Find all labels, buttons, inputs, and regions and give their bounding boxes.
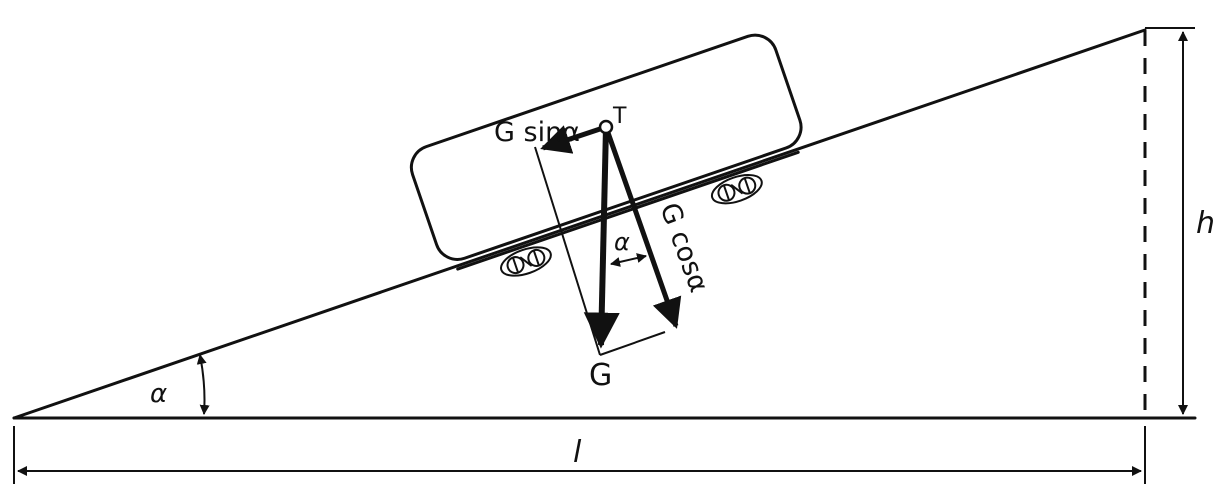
label-t: T (612, 104, 627, 129)
label-alpha-inner: α (614, 228, 630, 256)
wheel-right (710, 174, 763, 205)
wheel-left (500, 246, 552, 277)
wagon (409, 33, 803, 277)
inner-angle-marker (610, 253, 647, 267)
force-g-cos-arrow (603, 126, 682, 329)
force-g-sin-arrow (540, 124, 607, 154)
center-of-gravity-point (598, 119, 614, 135)
parallelogram-left (534, 146, 601, 356)
parallelogram-bottom (599, 331, 666, 356)
force-g-arrow (583, 126, 620, 349)
label-h: h (1196, 206, 1213, 241)
label-l: l (573, 435, 582, 470)
label-g: G (589, 358, 612, 393)
wagon-underframe (456, 150, 800, 271)
wagon-body (409, 33, 803, 261)
base-angle-arc (196, 354, 210, 415)
label-g-sin: G sinα (494, 117, 580, 148)
label-alpha-base: α (150, 379, 167, 409)
incline-surface (12, 28, 1147, 420)
